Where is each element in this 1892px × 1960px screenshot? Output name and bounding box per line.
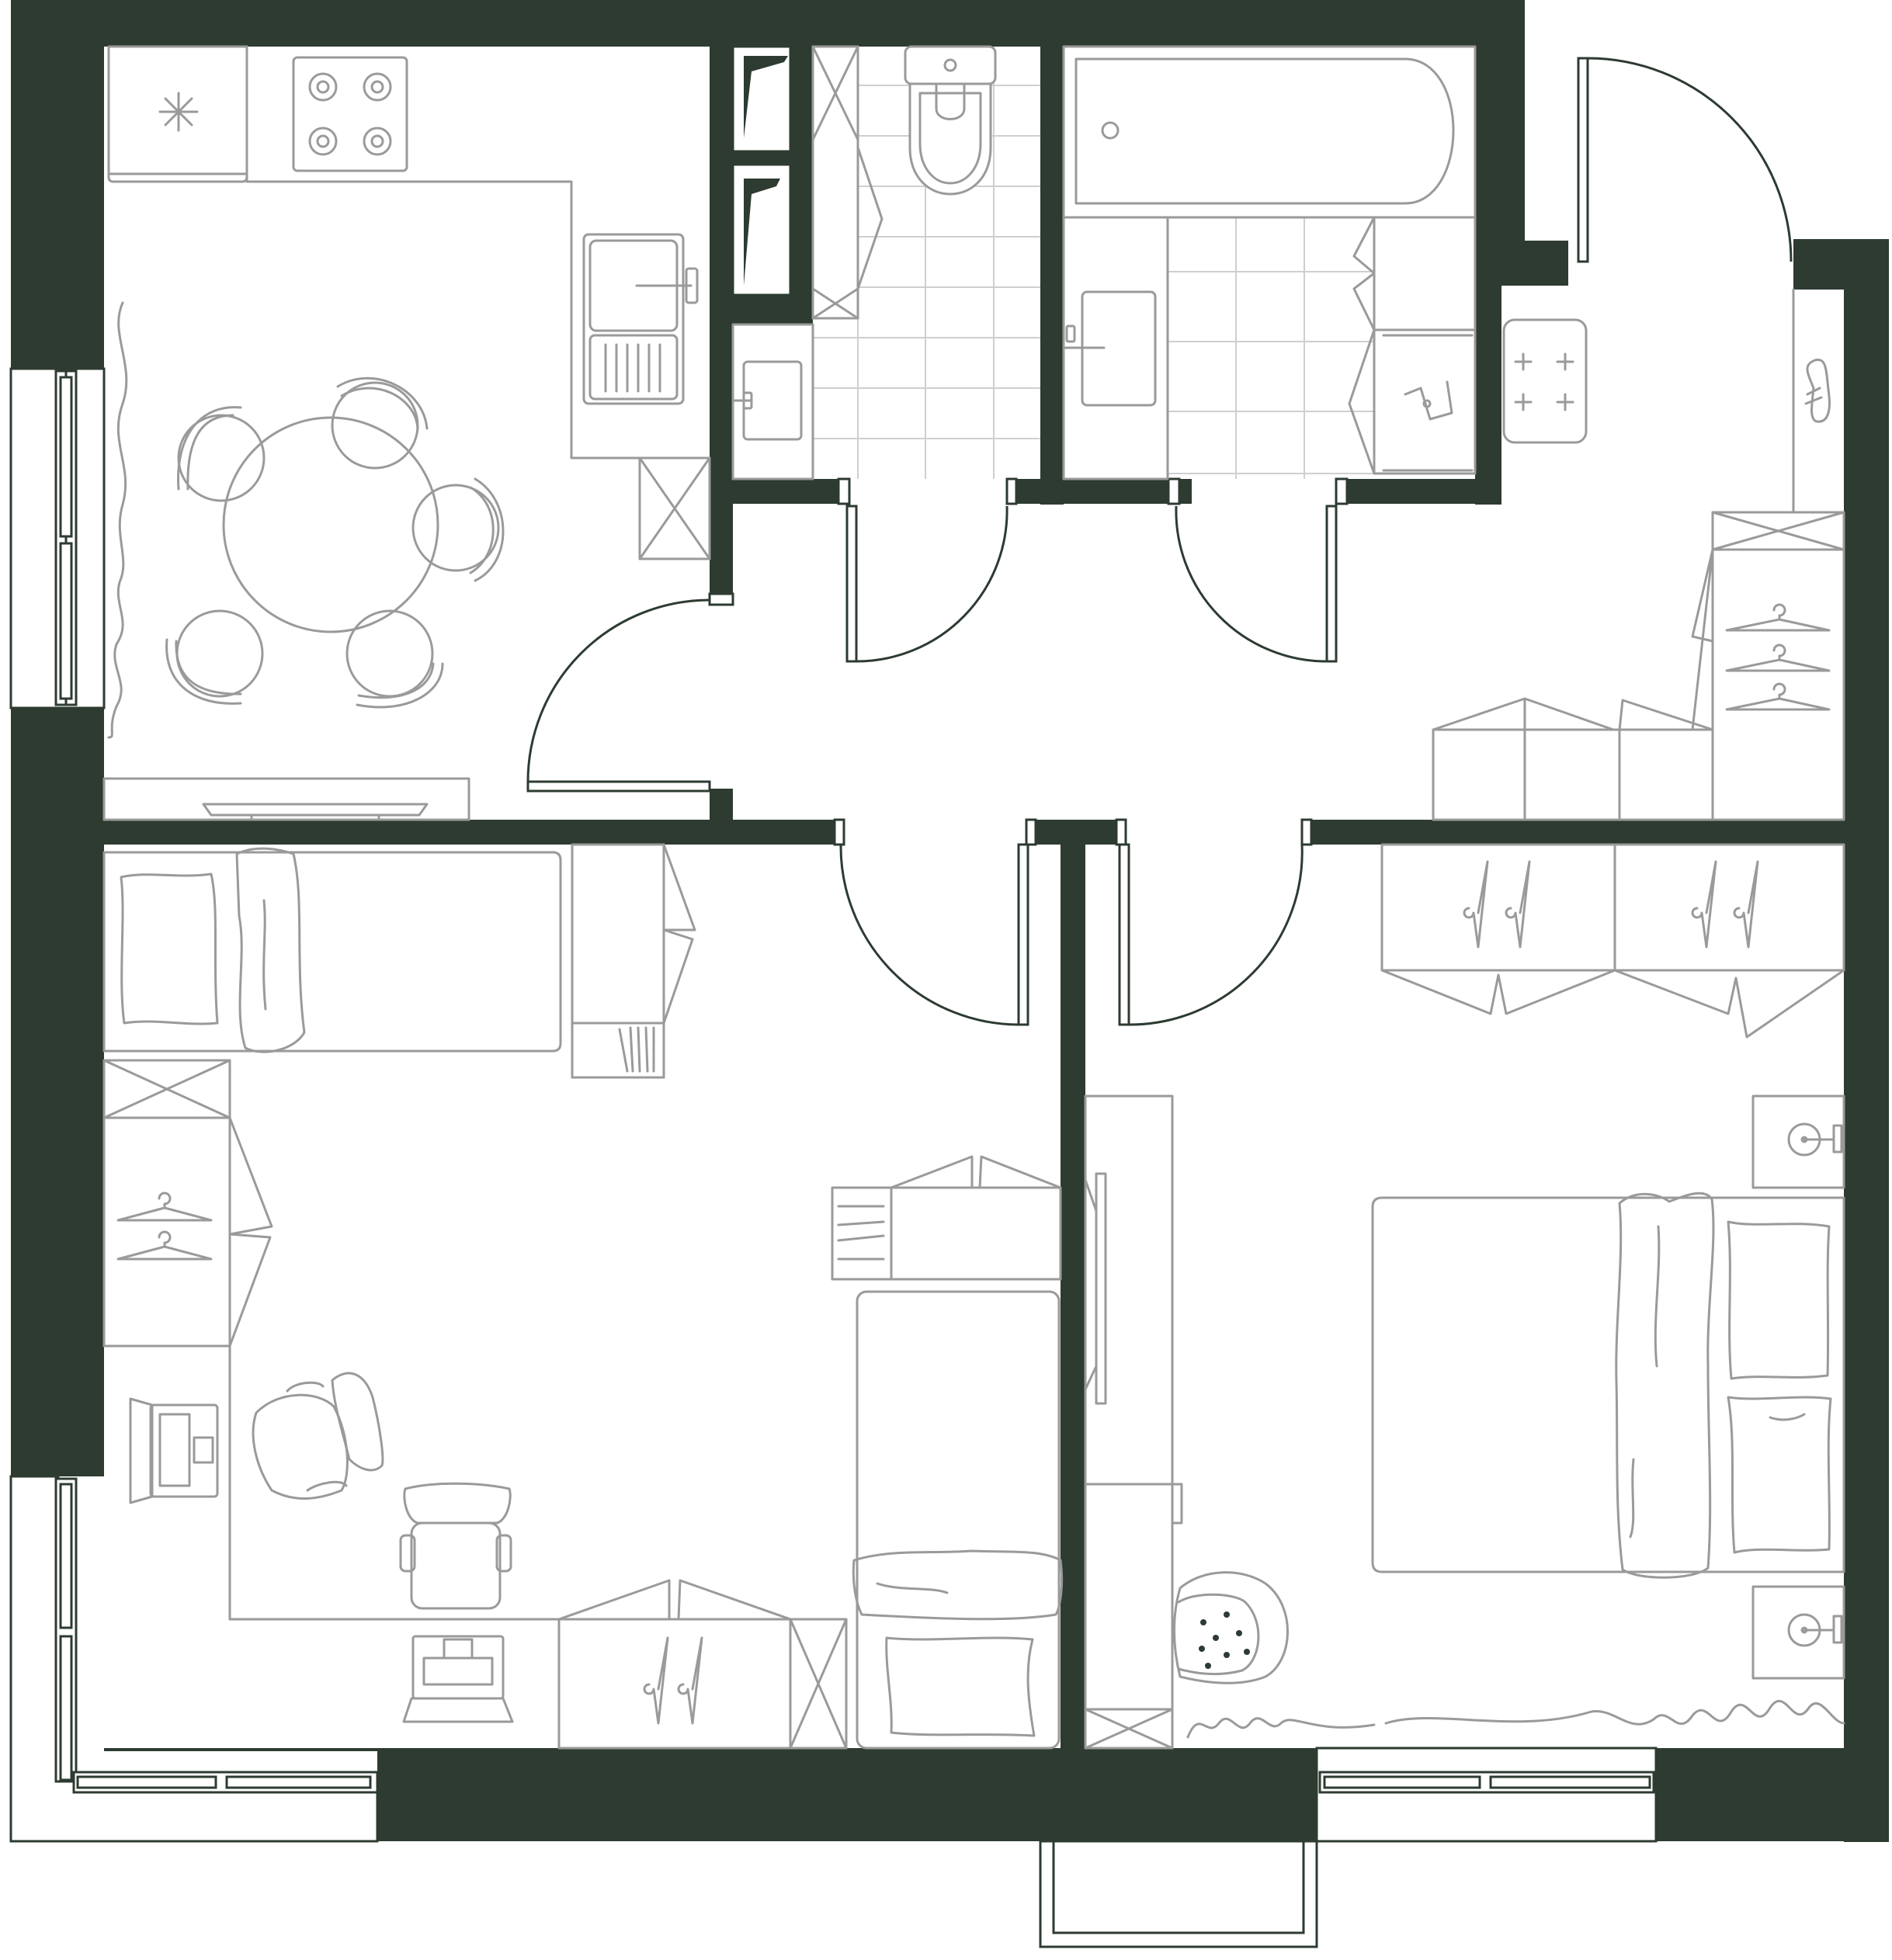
door-kitchen[interactable] <box>526 592 734 793</box>
exterior-walls <box>11 0 1889 1842</box>
wardrobe-icon <box>1380 843 1845 1039</box>
office-chair-icon <box>399 1482 512 1610</box>
bathroom-shelf-icon <box>1352 216 1477 331</box>
shelf-icon <box>811 45 884 320</box>
bathroom-tiles <box>1168 217 1374 479</box>
pouf-icon <box>1502 318 1588 444</box>
pillow-icon <box>1727 1220 1832 1554</box>
washing-machine-icon <box>1348 328 1477 475</box>
tv-console-icon <box>102 777 470 821</box>
window-bedroom <box>1315 1747 1658 1843</box>
balcony <box>1039 1840 1318 1948</box>
interior-walls <box>104 0 1844 1748</box>
wardrobe-icon <box>102 1059 273 1348</box>
double-bed-icon <box>1371 1196 1845 1573</box>
dining-table-icon <box>222 416 439 633</box>
wardrobe-icon <box>1432 511 1845 821</box>
washbasin-icon <box>1062 216 1169 480</box>
cooktop-icon <box>292 56 408 172</box>
pillow-icon <box>120 872 219 1025</box>
door-wc[interactable] <box>837 477 1018 663</box>
curtain-icon <box>107 301 128 739</box>
desk-icon <box>228 1344 561 1621</box>
storage-niche <box>731 45 792 297</box>
fridge-icon <box>107 45 248 183</box>
washbasin-icon <box>731 323 814 480</box>
nightstand-icon <box>1751 1094 1845 1680</box>
door-kids-room[interactable] <box>833 818 1037 1026</box>
kitchen-counter <box>245 45 711 460</box>
bookshelf-icon <box>831 1155 1062 1281</box>
laptop-icon <box>129 1397 219 1504</box>
tv-icon <box>1084 1094 1174 1486</box>
window-kitchen <box>9 367 106 709</box>
blanket-icon <box>235 847 306 1053</box>
sink-icon <box>582 233 699 405</box>
bathtub-icon <box>1062 45 1477 219</box>
door-bathroom[interactable] <box>1167 477 1349 663</box>
door-bedroom[interactable] <box>1115 818 1313 1026</box>
wardrobe-icon <box>557 1579 848 1750</box>
shoe-icon <box>1804 359 1831 423</box>
bed-icon <box>102 851 562 1053</box>
bed-icon <box>856 1290 1061 1750</box>
armchair-icon <box>252 1372 384 1500</box>
blanket-icon <box>1615 1192 1715 1579</box>
blanket-icon <box>852 1549 1064 1621</box>
pillow-icon <box>885 1636 1036 1737</box>
hanger-icon <box>1725 603 1831 711</box>
dresser-icon <box>1084 1483 1183 1750</box>
door-entrance[interactable] <box>1577 57 1793 263</box>
window-kids-room <box>9 1475 379 1843</box>
curtain-icon <box>1186 1700 1845 1739</box>
laptop-icon <box>402 1635 514 1723</box>
armchair-icon <box>1173 1571 1289 1684</box>
dishwasher-icon <box>638 456 711 560</box>
toilet-icon <box>904 45 997 196</box>
bookshelf-icon <box>571 843 696 1079</box>
chair-icon <box>165 376 505 709</box>
